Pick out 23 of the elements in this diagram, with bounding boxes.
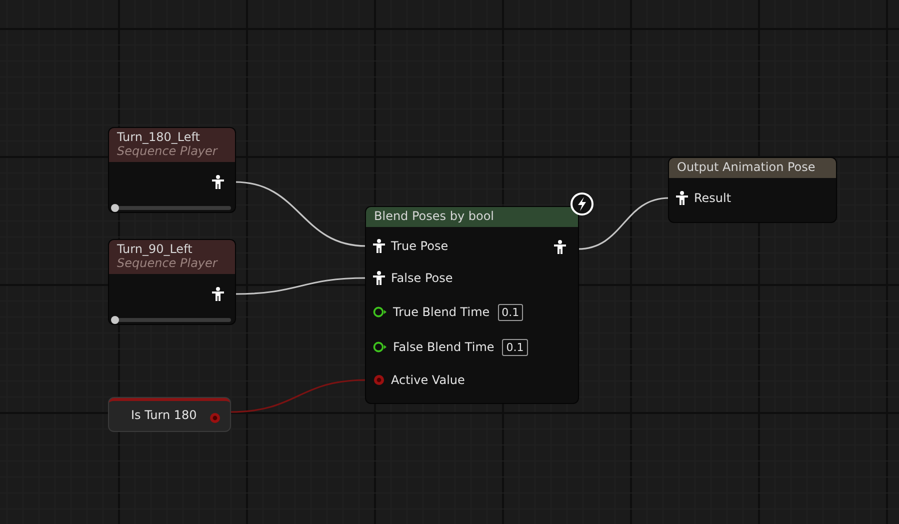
pin-label: False Blend Time [393,340,494,354]
connector-wire [234,181,366,247]
pin-label: Result [694,191,732,205]
pin-label: False Pose [391,271,453,285]
graph-node [109,128,235,212]
node-title: Turn_90_Left [117,242,194,256]
node-title: Blend Poses by bool [374,209,496,223]
value-field: 0.1 [502,338,528,356]
variable-node [109,398,230,431]
connector-wire [230,379,366,413]
graph-node [109,240,235,324]
node-subtitle: Sequence Player [117,144,219,158]
node-subtitle: Sequence Player [117,256,219,270]
connector-wire [578,197,670,250]
node-title: Turn_180_Left [117,130,201,144]
pin-label: Active Value [391,373,465,387]
connector-wire [234,277,366,295]
pin-label: True Pose [391,239,448,253]
node-title: Output Animation Pose [677,160,816,174]
value-field: 0.1 [498,304,524,320]
graph-node [669,158,836,222]
pin-label: True Blend Time [393,305,490,319]
variable-name: Is Turn 180 [131,408,197,422]
